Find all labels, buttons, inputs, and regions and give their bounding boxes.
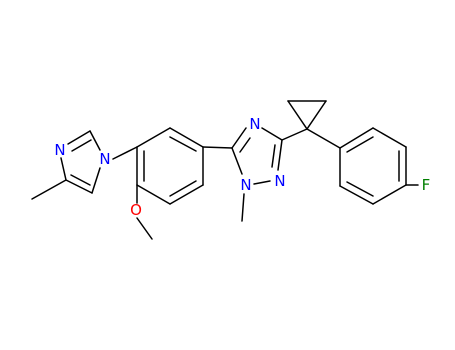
cyclopropyl-bond-1: [287, 100, 308, 130]
methyl-bond: [31, 179, 67, 200]
phenyl-bond-4: [372, 184, 407, 205]
phenyl-bond-2: [372, 127, 407, 148]
triazole-bond-c3-n2: [277, 139, 283, 171]
triazole-methyl-bond: [241, 193, 245, 222]
triazole-bond-n4-c3: [261, 127, 283, 141]
imidazole-bond-n3-c2-inner: [71, 139, 92, 152]
imidazole-bond-c2-n1: [89, 130, 101, 151]
phenyl-bond-5: [339, 185, 374, 205]
imidazole-bond-n1-c5: [91, 167, 101, 194]
triazole-n2-label: N: [274, 172, 285, 190]
aryl-triazole-bond: [202, 146, 233, 149]
fluorophenyl-ring: [339, 127, 407, 205]
triazole-n4-label: N: [249, 115, 260, 133]
triazole-bond-n2-n1: [253, 180, 271, 185]
imidazole-bond-n3-c2: [67, 130, 91, 145]
triazole-ring: [231, 127, 283, 185]
aryl-bond-2: [169, 127, 204, 148]
aryl-bond-1: [136, 127, 171, 148]
methoxyphenyl-ring: [136, 127, 204, 205]
imidazole-bond-c4-c5: [65, 179, 93, 194]
imidazole-aryl-bond: [112, 146, 138, 160]
phenyl-bond-5-inner: [346, 181, 374, 197]
triazole-bond-c5-n4-inner: [239, 137, 251, 153]
methoxy-methyl-bond: [136, 217, 153, 240]
phenyl-bond-1: [339, 127, 374, 149]
imidazole-bond-c4-n3: [60, 157, 67, 181]
cyclopropyl-bond-3: [306, 100, 327, 130]
aryl-bond-2-inner: [169, 136, 197, 152]
cyclopropyl-phenyl-bond: [306, 128, 341, 149]
imidazole-n1-label: N: [99, 150, 110, 168]
methoxy-oxygen-label: O: [130, 201, 142, 219]
triazole-bond-c5-n4: [231, 127, 247, 149]
triazole-bond-c3-n2-inner: [271, 144, 276, 168]
triazole-cyclopropyl-bond: [281, 128, 308, 141]
triazole-n1-label: N: [240, 176, 251, 194]
imidazole-bond-c4-c5-inner: [70, 174, 91, 186]
aryl-bond-4-inner: [169, 180, 197, 197]
imidazole-n3-label: N: [54, 141, 65, 159]
cyclopropyl-ring: [281, 100, 327, 141]
triazole-bond-n1-c5: [231, 147, 243, 175]
aryl-bond-5: [136, 184, 171, 205]
aryl-bond-4: [169, 184, 204, 205]
fluorine-label: F: [422, 176, 431, 194]
methylimidazole-group: [31, 130, 101, 200]
phenyl-bond-1-inner: [346, 136, 374, 153]
